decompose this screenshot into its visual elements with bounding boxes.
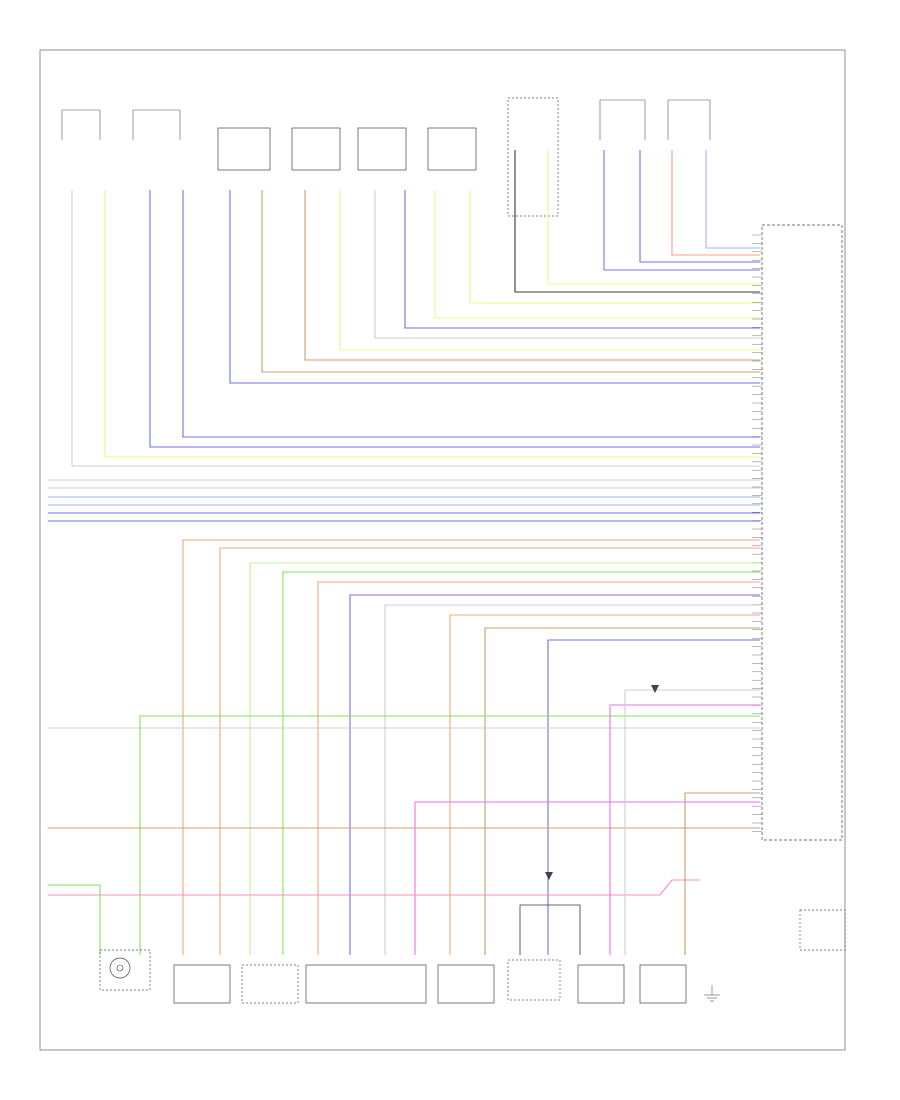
component-box-6 xyxy=(427,127,477,171)
diagram-frame xyxy=(39,49,846,1051)
wire-top-5 xyxy=(514,150,760,293)
wire-mid-4 xyxy=(48,879,700,896)
motor-component xyxy=(99,949,151,991)
wire-top-2 xyxy=(671,150,760,256)
wire-top-17 xyxy=(71,190,760,467)
wire-top-16 xyxy=(104,190,760,458)
wire-top-10 xyxy=(339,190,760,351)
wire-bottom-6 xyxy=(384,604,760,955)
component-top-2 xyxy=(132,109,181,140)
wire-top-12 xyxy=(261,190,760,373)
module-pin-row-group xyxy=(752,234,762,832)
component-box-7 xyxy=(507,97,559,217)
wire-mid-6 xyxy=(609,704,760,955)
bottom-box-5 xyxy=(507,959,561,1001)
wire-bottom-8 xyxy=(484,627,760,955)
bottom-box-3 xyxy=(305,964,427,1004)
ground-arrow-2 xyxy=(651,685,659,693)
component-box-3 xyxy=(217,127,271,171)
wire-mid-9 xyxy=(519,904,581,955)
bottom-box-7 xyxy=(639,964,687,1004)
wire-bottom-4 xyxy=(317,581,760,955)
top-components xyxy=(61,97,711,217)
wire-bottom-3 xyxy=(282,571,760,955)
wire-mid-3 xyxy=(414,801,760,955)
component-box-4 xyxy=(291,127,341,171)
wire-bottom-1 xyxy=(219,547,760,955)
ground-arrow-1 xyxy=(545,872,553,880)
component-box-5 xyxy=(357,127,407,171)
bottom-box-4 xyxy=(437,964,495,1004)
wire-top-3 xyxy=(705,150,760,249)
wire-bottom-0 xyxy=(182,539,760,955)
wire-top-11 xyxy=(304,190,760,361)
component-top-9 xyxy=(667,99,711,140)
ground-symbol xyxy=(704,985,720,1002)
wire-top-8 xyxy=(404,190,760,329)
wire-mid-8 xyxy=(684,792,760,955)
wire-top-6 xyxy=(469,190,760,304)
wire-top-9 xyxy=(374,190,760,339)
bottom-box-1 xyxy=(173,964,231,1004)
wire-mid-1 xyxy=(139,715,760,955)
wire-top-13 xyxy=(229,190,760,384)
bottom-box-2 xyxy=(241,964,299,1004)
wire-bottom-5 xyxy=(349,594,760,955)
component-top-8 xyxy=(599,99,646,140)
control-module xyxy=(752,224,843,841)
wire-mid-7 xyxy=(624,689,760,955)
wire-bottom-7 xyxy=(449,614,760,955)
wire-top-7 xyxy=(434,190,760,319)
wire-top-1 xyxy=(639,150,760,263)
wire-top-15 xyxy=(149,190,760,448)
bottom-box-6 xyxy=(577,964,625,1004)
wire-top-0 xyxy=(603,150,760,271)
component-top-1 xyxy=(61,109,101,140)
wire-top-4 xyxy=(547,150,760,285)
wire-top-14 xyxy=(182,190,760,438)
sub-module-box xyxy=(799,909,846,951)
wire-bottom-9 xyxy=(547,639,760,955)
wire-group xyxy=(48,150,760,955)
wire-bottom-2 xyxy=(249,562,760,955)
bottom-components xyxy=(99,909,846,1004)
wire-mid-5 xyxy=(48,884,101,955)
